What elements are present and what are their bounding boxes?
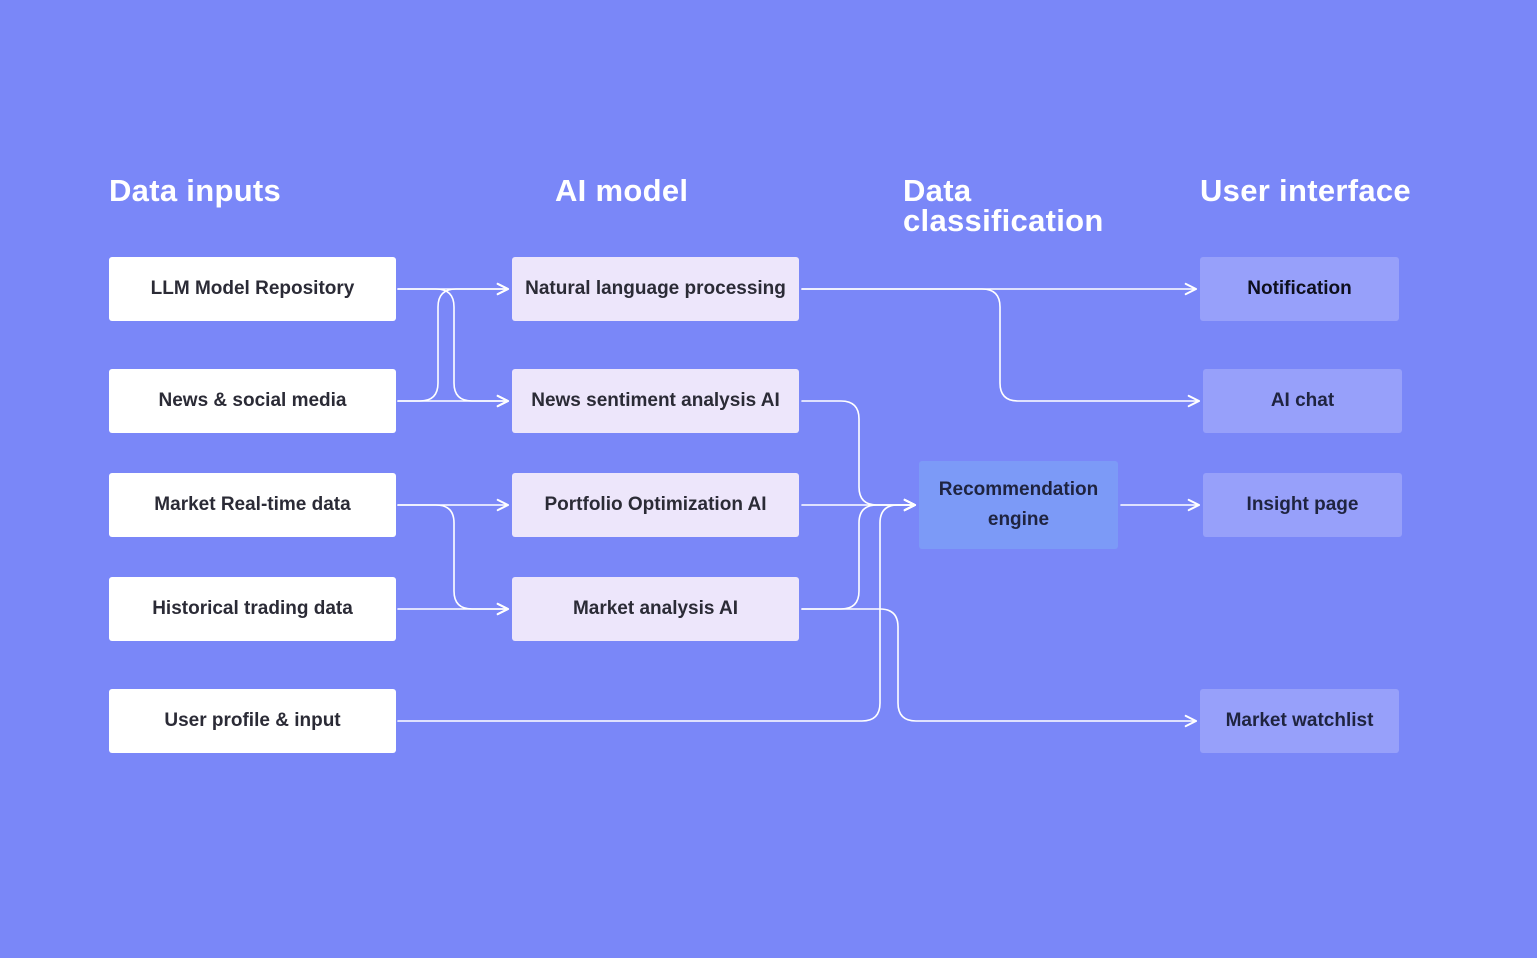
recommendation-engine-line1: Recommendation xyxy=(938,479,1099,500)
link-user-profile-to-recommendation xyxy=(397,498,917,722)
ui-insight-page: Insight page xyxy=(1203,473,1402,537)
input-news-social-media: News & social media xyxy=(109,369,396,433)
link-realtime-to-market-analysis xyxy=(397,504,510,616)
input-market-realtime-data: Market Real-time data xyxy=(109,473,396,537)
input-llm-model-repository: LLM Model Repository xyxy=(109,257,396,321)
column-title-data-classification: Data classification xyxy=(903,173,1104,238)
link-llm-to-news-sentiment xyxy=(397,288,510,408)
column-title-data-classification-line2: classification xyxy=(903,203,1104,238)
link-market-analysis-to-watchlist xyxy=(801,608,1198,728)
input-user-profile: User profile & input xyxy=(109,689,396,753)
column-title-data-classification-line1: Data xyxy=(903,173,972,208)
ui-notification: Notification xyxy=(1200,257,1399,321)
input-historical-trading-data: Historical trading data xyxy=(109,577,396,641)
recommendation-engine: Recommendation engine xyxy=(919,461,1118,549)
column-title-user-interface: User interface xyxy=(1200,173,1411,208)
model-portfolio-optimization: Portfolio Optimization AI xyxy=(512,473,799,537)
link-news-to-nlp xyxy=(397,282,510,402)
ui-ai-chat: AI chat xyxy=(1203,369,1402,433)
column-title-ai-model: AI model xyxy=(555,173,689,208)
link-nlp-to-ai-chat xyxy=(801,288,1201,408)
link-news-sentiment-to-recommendation xyxy=(801,400,917,512)
model-natural-language-processing: Natural language processing xyxy=(512,257,799,321)
model-news-sentiment-analysis: News sentiment analysis AI xyxy=(512,369,799,433)
model-market-analysis: Market analysis AI xyxy=(512,577,799,641)
link-market-analysis-to-recommendation xyxy=(801,498,917,610)
column-title-data-inputs: Data inputs xyxy=(109,173,282,208)
ui-market-watchlist: Market watchlist xyxy=(1200,689,1399,753)
recommendation-engine-line2: engine xyxy=(987,509,1050,530)
